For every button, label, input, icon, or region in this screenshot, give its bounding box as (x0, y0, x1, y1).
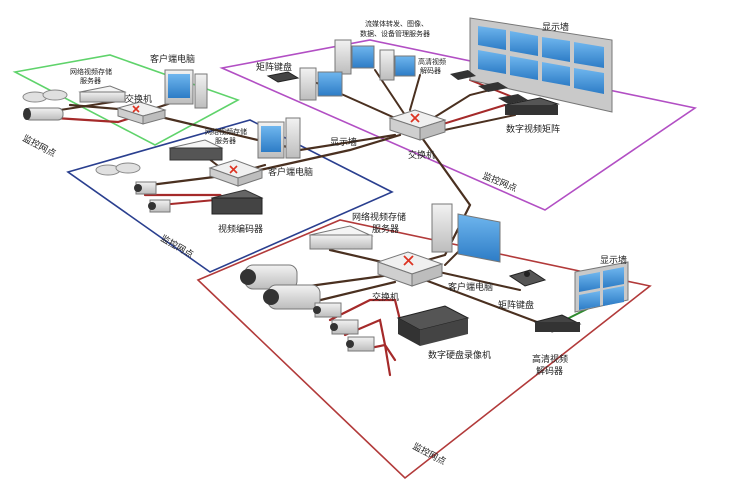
hd-decoder-icon (450, 70, 528, 104)
switch-icon (388, 109, 447, 141)
storage-server-icon (308, 225, 374, 250)
storage-server-icon (168, 139, 224, 161)
switch-icon (208, 159, 264, 187)
labels: 网络视频存储 服务器 客户端电脑 交换机 监控网点 流媒体转发、图像、 数据、设… (21, 19, 627, 468)
label-video-encoder: 视频编码器 (218, 223, 263, 235)
zone-3-devices (240, 203, 629, 352)
label-hd-decoder-bottom-a: 高清视频 (532, 353, 568, 365)
label-display-wall-mid: 显示墙 (330, 136, 357, 148)
label-display-wall-top: 显示墙 (542, 21, 569, 33)
camera-icon (95, 162, 171, 213)
label-streaming-server-a: 流媒体转发、图像、 (365, 19, 428, 28)
label-dvr: 数字硬盘录像机 (428, 349, 491, 361)
keyboard-icon (266, 71, 300, 83)
keyboard-icon (508, 269, 547, 287)
camera-icon (22, 89, 68, 121)
label-nvr-storage-1b: 服务器 (80, 76, 101, 85)
label-matrix-keyboard-bottom: 矩阵键盘 (498, 299, 534, 311)
client-computer-icon (299, 67, 343, 101)
label-client-pc-2: 客户端电脑 (268, 166, 313, 178)
label-digital-matrix: 数字视频矩阵 (506, 123, 560, 135)
label-zone-3: 监控网点 (411, 440, 448, 468)
zone-3-outline (196, 219, 652, 480)
monitor-center-outline (219, 39, 698, 211)
label-hd-decoder-top-b: 解码器 (420, 66, 441, 75)
hd-decoder-icon (533, 314, 582, 333)
dvr-icon (396, 305, 470, 346)
video-encoder-icon (210, 189, 264, 215)
label-nvr-storage-2b: 服务器 (215, 136, 236, 145)
label-streaming-server-b: 数据、设备管理服务器 (360, 29, 430, 38)
client-computer-icon (431, 203, 501, 263)
camera-icon (240, 264, 375, 352)
label-display-wall-bottom: 显示墙 (600, 254, 627, 266)
label-matrix-keyboard-top: 矩阵键盘 (256, 61, 292, 73)
display-wall-icon (574, 261, 629, 313)
label-zone-2: 监控网点 (159, 232, 196, 260)
label-hd-decoder-bottom-b: 解码器 (536, 365, 563, 377)
label-hd-decoder-top-a: 高清视频 (418, 57, 446, 66)
display-wall-icon (469, 17, 613, 113)
digital-matrix-icon (503, 97, 560, 115)
label-switch-1: 交换机 (125, 93, 152, 105)
client-computer-icon (164, 69, 208, 109)
monitor-center-devices (266, 17, 613, 141)
storage-server-icon (78, 85, 127, 103)
label-nvr-storage-3b: 服务器 (372, 223, 399, 235)
label-zone-1: 监控网点 (21, 132, 58, 160)
zone-2-devices (95, 117, 301, 215)
label-nvr-storage-2a: 网络视频存储 (205, 127, 247, 136)
switch-icon (116, 101, 167, 125)
label-switch-center: 交换机 (408, 149, 435, 161)
switch-icon (376, 251, 444, 287)
client-computer-icon (257, 117, 301, 159)
label-client-pc-1: 客户端电脑 (150, 53, 195, 65)
label-nvr-storage-3a: 网络视频存储 (352, 211, 406, 223)
streaming-server-icon (334, 39, 416, 81)
label-client-pc-3: 客户端电脑 (448, 281, 493, 293)
label-nvr-storage-1: 网络视频存储 (70, 67, 112, 76)
zone-1-devices (22, 69, 208, 125)
zone-2-outline (66, 119, 394, 273)
label-switch-3: 交换机 (372, 291, 399, 303)
